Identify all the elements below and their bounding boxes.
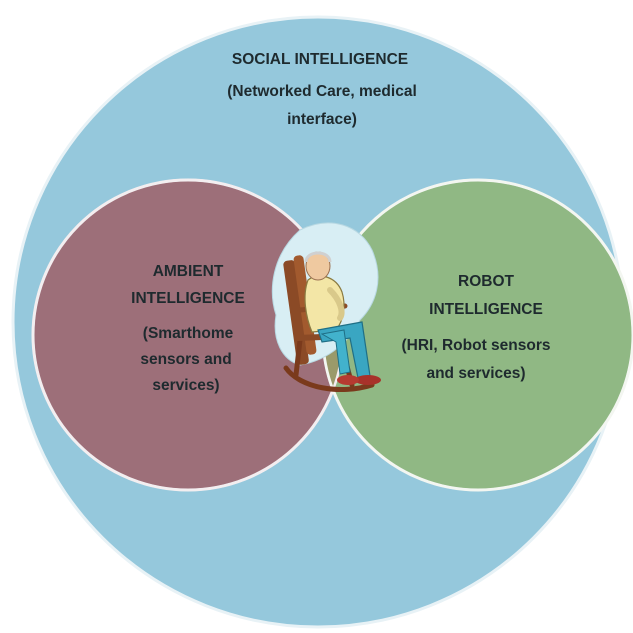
robot-intelligence-title-line-2: INTELLIGENCE bbox=[429, 301, 543, 318]
ambient-intelligence-subtitle-line-1: (Smarthome bbox=[143, 325, 234, 342]
ambient-intelligence-subtitle-line-3: services) bbox=[152, 377, 219, 394]
robot-intelligence-subtitle-line-2: and services) bbox=[426, 365, 525, 382]
ambient-intelligence-title-line-1: AMBIENT bbox=[153, 263, 224, 280]
social-intelligence-subtitle-line-1: (Networked Care, medical bbox=[227, 83, 417, 100]
ambient-intelligence-title-line-2: INTELLIGENCE bbox=[131, 290, 245, 307]
robot-intelligence-subtitle-line-1: (HRI, Robot sensors bbox=[402, 337, 551, 354]
social-intelligence-title: SOCIAL INTELLIGENCE bbox=[232, 51, 408, 68]
robot-intelligence-title-line-1: ROBOT bbox=[458, 273, 515, 290]
robot-intelligence-circle bbox=[321, 178, 633, 492]
social-intelligence-subtitle-line-2: interface) bbox=[287, 111, 357, 128]
ambient-intelligence-subtitle-line-2: sensors and bbox=[140, 351, 231, 368]
elderly-person-rocking-chair-icon bbox=[271, 222, 381, 393]
